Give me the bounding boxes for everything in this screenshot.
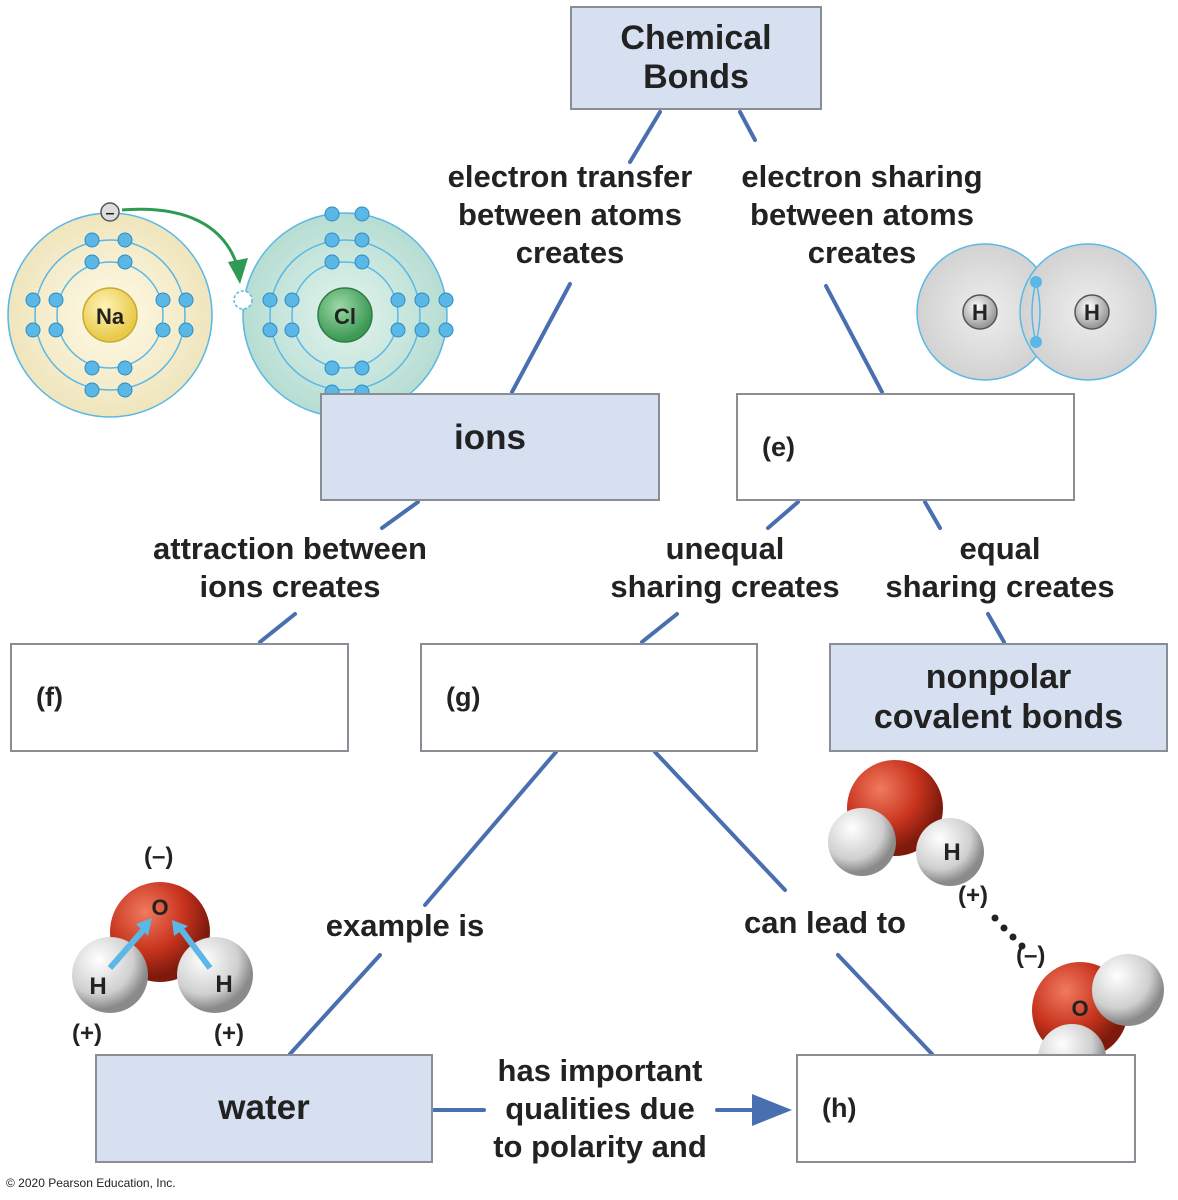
water-hydrogen-right-charge: (+): [214, 1020, 244, 1047]
g-box: (g): [420, 643, 758, 752]
hbond-hydrogen-symbol: H: [943, 839, 960, 866]
chemical-bonds-title: Chemical Bonds: [620, 18, 772, 96]
ions-box: ions: [320, 393, 660, 501]
g-label: (g): [446, 682, 481, 712]
water-label: water: [218, 1088, 310, 1128]
sodium-electron-minus: –: [106, 205, 115, 222]
unequal-link-label: unequal sharing creates: [610, 531, 840, 604]
hbond-positive-charge: (+): [958, 882, 988, 909]
water-hydrogen-left-symbol: H: [89, 973, 106, 1000]
electron-transfer-arrow-icon: [121, 207, 240, 269]
ions-label: ions: [454, 417, 526, 457]
sharing-link-label: electron sharing between atoms creates: [741, 159, 983, 270]
arrow-head-icon: [752, 1094, 792, 1126]
h2-right-symbol: H: [1084, 300, 1100, 325]
h-label: (h): [822, 1093, 857, 1123]
attraction-link-label: attraction between ions creates: [153, 531, 427, 604]
equal-link-label: equal sharing creates: [885, 531, 1115, 604]
qualities-link-label: has important qualities due to polarity …: [493, 1053, 707, 1164]
water-hydrogen-right-symbol: H: [215, 971, 232, 998]
sodium-atom-icon: [7, 202, 213, 418]
nonpolar-covalent-label: nonpolar covalent bonds: [873, 658, 1124, 736]
hbond-negative-charge: (–): [1016, 942, 1046, 969]
chlorine-symbol: Cl: [334, 304, 356, 329]
connector-lines: [258, 110, 1006, 1112]
water-molecule-icon: [72, 882, 253, 1013]
h-box: (h): [796, 1054, 1136, 1163]
sodium-symbol: Na: [96, 304, 125, 329]
f-label: (f): [36, 682, 63, 712]
water-oxygen-charge: (–): [144, 843, 174, 870]
e-box: (e): [736, 393, 1075, 501]
e-label: (e): [762, 431, 795, 462]
f-box: (f): [10, 643, 349, 752]
water-box: water: [95, 1054, 433, 1163]
transfer-link-label: electron transfer between atoms creates: [447, 159, 693, 270]
hbond-oxygen-symbol: O: [1071, 996, 1088, 1021]
water-hydrogen-left-charge: (+): [72, 1020, 102, 1047]
lead-link-label: can lead to: [744, 905, 906, 940]
copyright-notice: © 2020 Pearson Education, Inc.: [6, 1176, 176, 1190]
h2-left-symbol: H: [972, 300, 988, 325]
chemical-bonds-box: Chemical Bonds: [570, 6, 822, 110]
example-link-label: example is: [325, 908, 485, 943]
hydrogen-molecule-icon: [916, 243, 1157, 381]
water-oxygen-symbol: O: [151, 895, 168, 920]
nonpolar-covalent-box: nonpolar covalent bonds: [829, 643, 1168, 752]
